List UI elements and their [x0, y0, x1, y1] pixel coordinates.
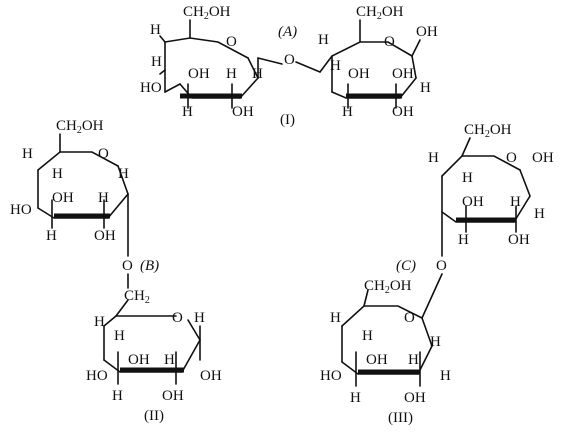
mol-iii-top-oh-c1: OH — [532, 150, 554, 166]
mol-ii-bottom-h-inner: H — [114, 328, 125, 344]
mol-iii-bottom-ring-o: O — [404, 310, 415, 326]
caption-ii: (II) — [144, 408, 164, 424]
molecule-ii-top-ring — [37, 133, 129, 257]
mol-iii-bottom-ch2oh: CH2OH — [364, 278, 412, 296]
molecule-iii-bottom-ring — [341, 289, 433, 387]
mol-iii-bottom-h-right: H — [440, 368, 451, 384]
mol-ii-top-h-inner: H — [52, 166, 63, 182]
mol-ii-bottom-h-left: H — [94, 314, 105, 330]
mol-ii-top-h-left: H — [22, 146, 33, 162]
mol-ii-bottom-oh-bottom: OH — [162, 388, 184, 404]
mol-i-right-oh-c3: OH — [348, 66, 370, 82]
mol-i-left-oh-bottom: OH — [232, 104, 254, 120]
mol-ii-top-oh-bottom: OH — [94, 228, 116, 244]
mol-i-right-oh-bottom: OH — [392, 104, 414, 120]
caption-iii: (III) — [388, 410, 413, 426]
mol-ii-bottom-ho: HO — [86, 368, 108, 384]
mol-iii-bottom-h-c2: H — [408, 352, 419, 368]
mol-iii-top-h-inner: H — [462, 170, 473, 186]
molecule-i-right-ring — [319, 19, 421, 109]
mol-ii-bottom-h-c2: H — [164, 352, 175, 368]
mol-i-right-h-mid: H — [330, 58, 341, 74]
mol-iii-bottom-h-left: H — [330, 310, 341, 326]
mol-i-left-ch2oh: CH2OH — [183, 4, 231, 22]
mol-i-right-ch2oh: CH2OH — [356, 4, 404, 22]
caption-i: (I) — [280, 112, 295, 128]
mol-iii-top-h-c1: H — [534, 206, 545, 222]
mol-ii-top-ho: HO — [10, 202, 32, 218]
mol-i-left-h-c1: H — [252, 66, 263, 82]
mol-i-bridge-o: O — [284, 52, 295, 68]
mol-iii-bottom-h-bottom: H — [350, 390, 361, 406]
mol-ii-bridge-o: O — [122, 258, 133, 274]
mol-iii-bottom-h-inner: H — [362, 328, 373, 344]
mol-iii-top-h-bottom: H — [458, 232, 469, 248]
linkage-b-label: (B) — [140, 258, 159, 274]
molecule-iii-top-ring — [441, 137, 531, 257]
mol-i-left-oh-c3: OH — [188, 66, 210, 82]
mol-ii-bottom-ch2: CH2 — [124, 288, 150, 306]
mol-iii-top-oh-bottom: OH — [508, 232, 530, 248]
mol-ii-top-h-c1: H — [118, 166, 129, 182]
mol-ii-top-h-c2: H — [98, 190, 109, 206]
mol-ii-bottom-h-bottom: H — [112, 388, 123, 404]
mol-ii-top-h-bottom: H — [46, 228, 57, 244]
linkage-a-label: (A) — [278, 24, 297, 40]
mol-i-right-ring-o: O — [384, 34, 395, 50]
mol-ii-bottom-ring-o: O — [172, 310, 183, 326]
mol-iii-bottom-h-c1: H — [430, 334, 441, 350]
mol-iii-top-h-c2: H — [510, 194, 521, 210]
linkage-c-label: (C) — [396, 258, 416, 274]
molecule-ii-bottom-ring — [103, 299, 201, 385]
mol-i-right-oh-c1: OH — [416, 24, 438, 40]
mol-iii-bottom-oh-bottom: OH — [404, 390, 426, 406]
mol-ii-bottom-oh-c1: OH — [200, 368, 222, 384]
mol-i-left-h-top: H — [150, 22, 161, 38]
mol-i-right-h-bottom: H — [342, 104, 353, 120]
mol-ii-top-oh-c3: OH — [52, 190, 74, 206]
mol-i-left-h-c2: H — [226, 66, 237, 82]
mol-i-right-h-c1: H — [420, 80, 431, 96]
mol-iii-bottom-ho: HO — [320, 368, 342, 384]
mol-ii-top-ch2oh: CH2OH — [56, 118, 104, 136]
mol-iii-top-ch2oh: CH2OH — [464, 122, 512, 140]
mol-i-right-h-top: H — [318, 32, 329, 48]
mol-iii-top-ring-o: O — [506, 150, 517, 166]
mol-i-left-h-bottom: H — [182, 104, 193, 120]
mol-ii-bottom-oh-c3: OH — [128, 352, 150, 368]
mol-ii-top-ring-o: O — [98, 146, 109, 162]
mol-iii-bridge-o: O — [436, 258, 447, 274]
mol-iii-top-oh-c3: OH — [462, 194, 484, 210]
mol-i-left-ring-o: O — [226, 34, 237, 50]
mol-i-right-oh-c2: OH — [392, 66, 414, 82]
mol-iii-top-h-left: H — [428, 150, 439, 166]
mol-iii-bottom-oh-c3: OH — [366, 352, 388, 368]
molecule-i-left-ring — [159, 19, 283, 109]
mol-i-left-h-mid: H — [151, 54, 162, 70]
mol-ii-bottom-h-c1: H — [194, 310, 205, 326]
mol-i-left-ho: HO — [140, 80, 162, 96]
